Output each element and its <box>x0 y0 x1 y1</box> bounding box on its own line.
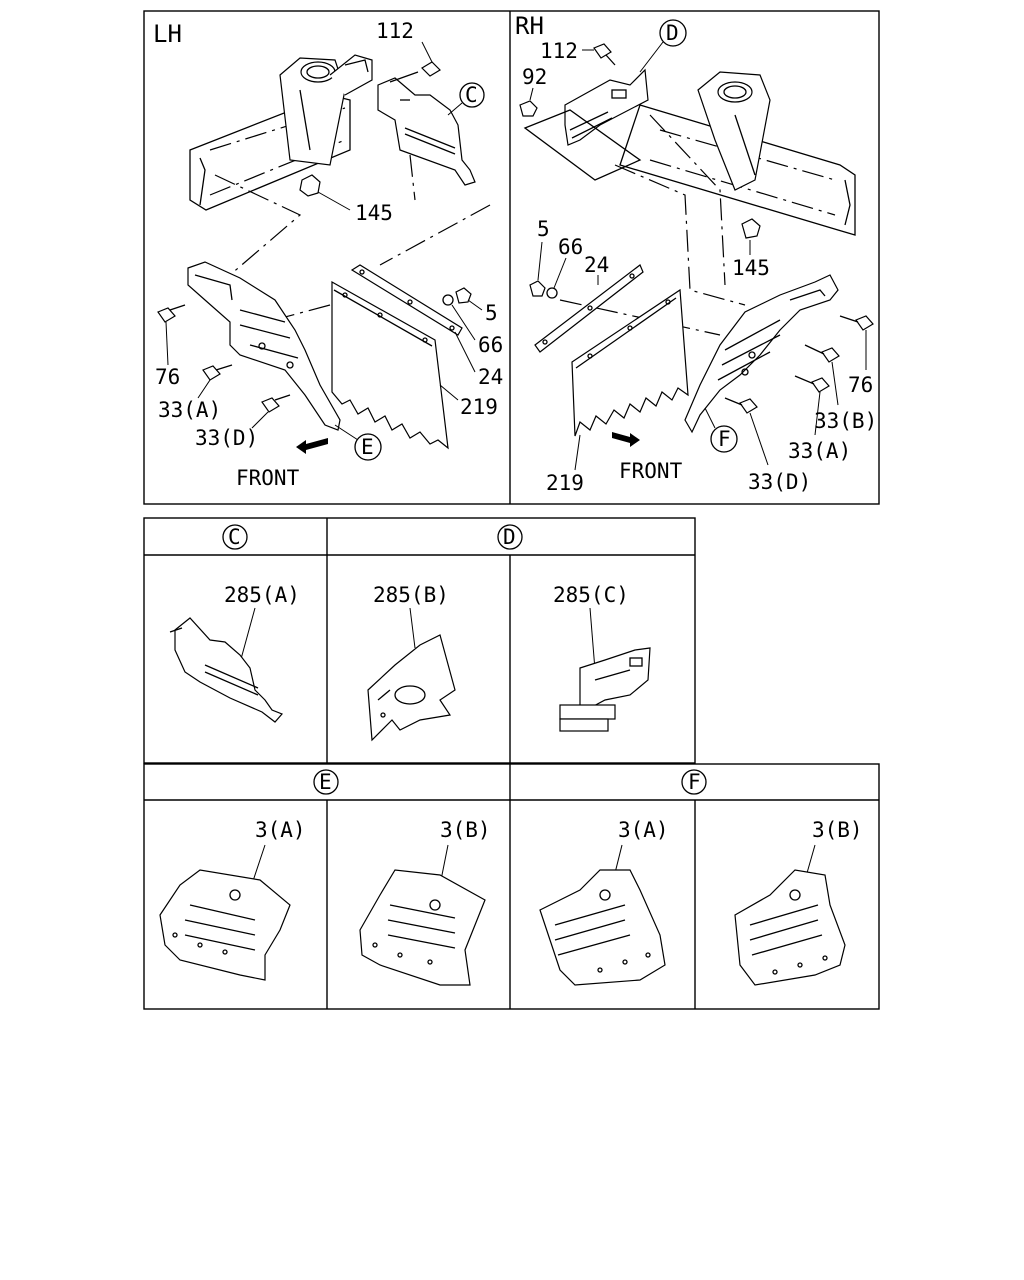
part-f-3b <box>734 869 846 986</box>
rh-label-112: 112 <box>540 39 578 63</box>
lh-bracket-c <box>377 77 476 186</box>
lh-front-arrow-icon <box>296 438 328 454</box>
rh-washer-66 <box>546 287 558 299</box>
detail-e-label-3b: 3(B) <box>440 818 491 842</box>
rh-mud-flap-219 <box>571 288 689 437</box>
lh-assembly-line-3 <box>254 304 331 326</box>
lh-callout-c-text: C <box>465 83 478 107</box>
lh-bolt-112 <box>389 61 441 83</box>
lh-bolt-33d <box>261 394 291 413</box>
detail-cd: C D 285(A) 285(B) 285(C) <box>143 517 696 764</box>
rh-bolt-76 <box>839 315 874 331</box>
detail-e-header: E <box>319 770 332 794</box>
rh-label-219: 219 <box>546 471 584 495</box>
lh-label-76: 76 <box>155 365 180 389</box>
detail-f-label-3a: 3(A) <box>618 818 669 842</box>
part-e-3b <box>359 869 486 986</box>
detail-f-header-icon <box>681 769 707 795</box>
rh-assembly-line-2 <box>649 114 726 286</box>
lh-label-112: 112 <box>376 19 414 43</box>
rh-nut-92 <box>519 100 538 117</box>
rh-front-label: FRONT <box>619 459 683 483</box>
rh-callout-d <box>659 19 687 47</box>
detail-ef: E F 3(A) 3(B) 3(A) <box>143 763 880 1010</box>
rh-label-33a: 33(A) <box>788 439 851 463</box>
rh-nut-5 <box>529 280 546 297</box>
detail-label-285c: 285(C) <box>553 583 629 607</box>
lh-title: LH <box>153 20 182 48</box>
lh-front-label: FRONT <box>236 466 300 490</box>
detail-f-label-3b: 3(B) <box>812 818 863 842</box>
lh-label-145: 145 <box>355 201 393 225</box>
lh-label-66: 66 <box>478 333 503 357</box>
detail-e-label-3a: 3(A) <box>255 818 306 842</box>
rh-plate <box>523 109 642 181</box>
rh-bolt-33d <box>724 397 758 414</box>
lh-label-24: 24 <box>478 365 503 389</box>
rh-label-92: 92 <box>522 65 547 89</box>
lh-bolt-33a <box>202 364 233 381</box>
lh-label-33a: 33(A) <box>158 398 221 422</box>
rh-bracket-f <box>684 274 839 434</box>
rh-label-76: 76 <box>848 373 873 397</box>
lh-assembly-line-2 <box>379 204 491 266</box>
detail-d-header-icon <box>497 524 523 550</box>
lh-assembly-line-1 <box>214 174 302 276</box>
lh-callout-c <box>459 82 485 108</box>
lh-label-219: 219 <box>460 395 498 419</box>
lh-callout-e-text: E <box>361 435 374 459</box>
lh-panel: LH 112 <box>153 19 503 490</box>
lh-bolt-76 <box>157 304 186 323</box>
rh-bracket-tower <box>697 71 771 191</box>
rh-nut-145 <box>741 218 761 239</box>
rh-bracket-d <box>564 68 649 146</box>
lh-bracket-tower <box>279 54 373 166</box>
rh-callout-d-text: D <box>666 21 679 45</box>
rh-assembly-line-1 <box>614 164 746 306</box>
lh-washer-66 <box>442 294 454 306</box>
detail-f-header: F <box>688 770 701 794</box>
lh-bracket-e <box>187 261 341 431</box>
rh-label-33d: 33(D) <box>748 470 811 494</box>
part-f-3a <box>539 869 666 986</box>
detail-c-header: C <box>228 525 241 549</box>
rh-bolt-112 <box>593 43 616 66</box>
lh-label-5: 5 <box>485 301 498 325</box>
rh-title: RH <box>515 12 544 40</box>
rh-label-24: 24 <box>584 253 609 277</box>
lh-callout-e <box>354 433 382 461</box>
detail-label-285b: 285(B) <box>373 583 449 607</box>
lh-mud-flap-219 <box>331 280 449 450</box>
top-frame <box>143 10 880 505</box>
part-285b <box>367 634 456 742</box>
rh-strip-24 <box>534 264 644 353</box>
detail-label-285a: 285(A) <box>224 583 300 607</box>
rh-panel: RH 112 <box>515 12 877 495</box>
rh-callout-f <box>710 425 738 453</box>
rh-front-arrow-icon <box>612 432 640 447</box>
part-e-3a <box>159 869 291 981</box>
rh-label-145: 145 <box>732 256 770 280</box>
rh-label-5: 5 <box>537 217 550 241</box>
lh-nut-145 <box>299 174 321 197</box>
rh-bolt-33b <box>804 344 840 363</box>
rh-label-33b: 33(B) <box>814 409 877 433</box>
detail-c-header-icon <box>222 524 248 550</box>
rh-label-66: 66 <box>558 235 583 259</box>
rh-bolt-33a <box>794 375 830 393</box>
rh-callout-f-text: F <box>718 427 731 451</box>
lh-strip-24 <box>350 264 463 336</box>
part-285a <box>169 617 284 723</box>
lh-nut-5 <box>455 287 472 304</box>
detail-e-header-icon <box>313 769 339 795</box>
detail-d-header: D <box>503 525 516 549</box>
part-285c <box>559 647 651 732</box>
lh-label-33d: 33(D) <box>195 426 258 450</box>
